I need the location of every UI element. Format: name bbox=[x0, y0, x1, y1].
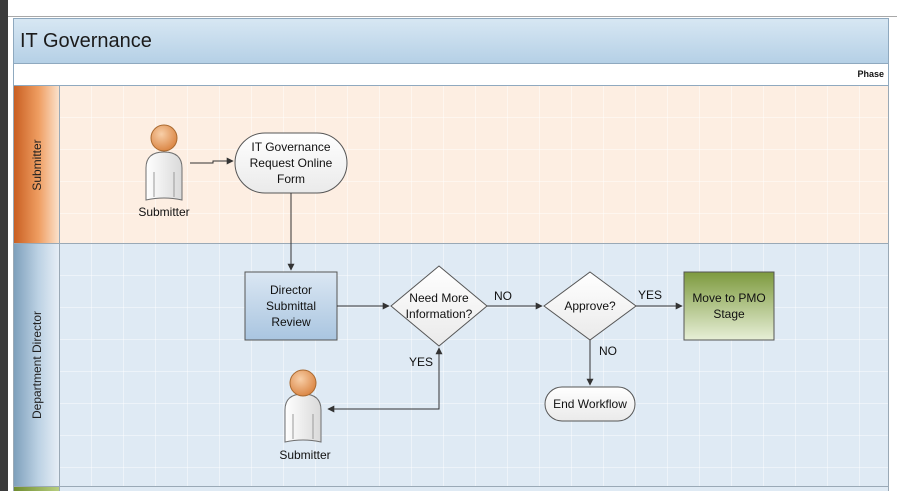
node-move-to-pmo-line-1: Move to PMO bbox=[692, 291, 766, 305]
edge-label-need-more-yes: YES bbox=[409, 355, 434, 369]
swimlane-header-submitter: Submitter bbox=[14, 86, 60, 243]
node-end-workflow-shape bbox=[544, 386, 636, 422]
actor-submitter-top bbox=[145, 124, 183, 201]
actor-label-bottom: Submitter bbox=[279, 448, 331, 462]
node-move-to-pmo-shape bbox=[683, 271, 775, 341]
window-edge bbox=[0, 0, 8, 491]
node-need-more-info-label: Need More Information? bbox=[391, 266, 487, 346]
node-request-form-line-1: IT Governance bbox=[251, 140, 331, 154]
edge-need-more-yes bbox=[327, 347, 443, 413]
node-director-review-line-2: Submittal bbox=[265, 299, 317, 313]
node-end-workflow-line-1: End Workflow bbox=[553, 397, 627, 411]
node-approve-line-1: Approve? bbox=[564, 299, 616, 313]
edge-label-need-more-no: NO bbox=[494, 289, 512, 303]
swimlane-header-department-director: Department Director bbox=[14, 244, 60, 486]
node-approve-label: Approve? bbox=[544, 272, 636, 340]
node-director-review-shape bbox=[244, 271, 338, 341]
swimlane-next bbox=[13, 487, 889, 491]
edge-label-approve-no: NO bbox=[599, 344, 617, 358]
swimlane-submitter: Submitter bbox=[13, 86, 889, 244]
top-strip bbox=[8, 0, 897, 17]
node-request-form-label: IT Governance Request Online Form bbox=[235, 133, 347, 193]
node-need-more-info-line-2: Information? bbox=[405, 307, 473, 321]
node-end-workflow-label: End Workflow bbox=[545, 387, 635, 421]
node-need-more-info-shape bbox=[390, 265, 488, 347]
edge-label-approve-yes: YES bbox=[638, 288, 663, 302]
actor-submitter-bottom bbox=[284, 369, 322, 443]
node-director-review-line-3: Review bbox=[271, 315, 311, 329]
lane-grid bbox=[60, 86, 888, 243]
edge-actor-to-form bbox=[190, 157, 234, 165]
phase-row: Phase bbox=[13, 64, 889, 86]
phase-label: Phase bbox=[857, 69, 884, 79]
node-request-form-line-3: Form bbox=[277, 172, 305, 186]
node-need-more-info-line-1: Need More bbox=[409, 291, 469, 305]
swimlane-header-next bbox=[14, 487, 60, 491]
node-move-to-pmo-line-2: Stage bbox=[713, 307, 745, 321]
node-move-to-pmo-label: Move to PMO Stage bbox=[684, 272, 774, 340]
node-director-review-label: Director Submittal Review bbox=[245, 272, 337, 340]
actor-label-top: Submitter bbox=[138, 205, 190, 219]
node-director-review-line-1: Director bbox=[269, 283, 312, 297]
diagram-title-bar: IT Governance bbox=[13, 18, 889, 64]
diagram-title: IT Governance bbox=[20, 30, 152, 52]
node-request-form-line-2: Request Online bbox=[249, 156, 333, 170]
